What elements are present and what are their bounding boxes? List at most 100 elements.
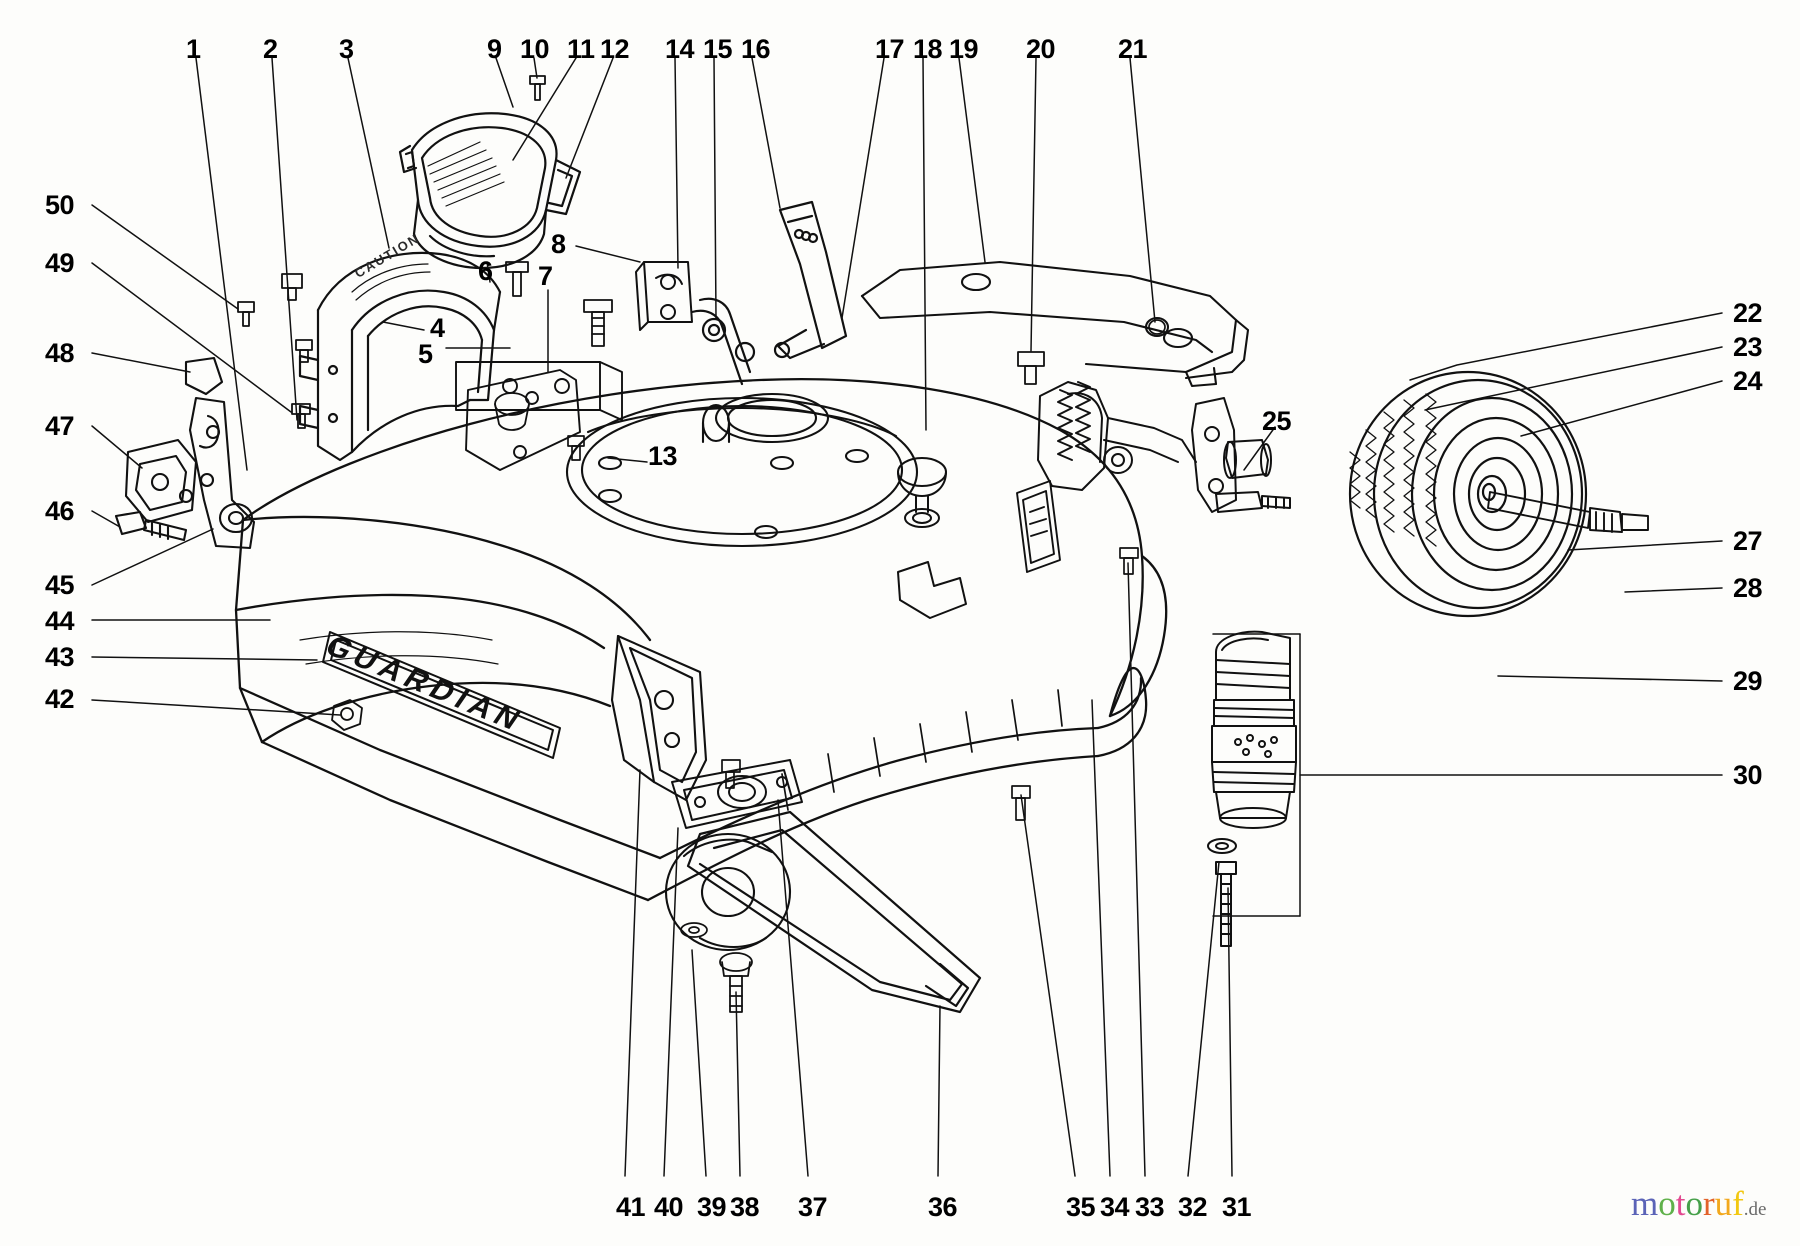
wheel-tread <box>1349 393 1437 547</box>
caution-emboss <box>351 263 431 301</box>
callout-48[interactable]: 48 <box>45 338 75 368</box>
deck-rear-ribs <box>781 689 1063 811</box>
callout-45[interactable]: 45 <box>45 570 75 600</box>
callout-1[interactable]: 1 <box>186 34 201 64</box>
rear-axle-arm <box>860 260 1250 388</box>
watermark-letter-t: t <box>1675 1184 1686 1223</box>
watermark-letter-u: u <box>1714 1184 1733 1223</box>
callout-29[interactable]: 29 <box>1733 666 1763 696</box>
blade-assembly <box>686 810 982 1014</box>
callout-34[interactable]: 34 <box>1100 1192 1130 1222</box>
bolt-8 <box>583 299 613 347</box>
callout-38[interactable]: 38 <box>730 1192 760 1222</box>
fastener-group-left <box>237 273 313 429</box>
blade-washer-39 <box>680 922 708 938</box>
rear-deflector-shield <box>298 251 502 462</box>
callout-41[interactable]: 41 <box>616 1192 646 1222</box>
axle-bolt-28 <box>1487 491 1649 533</box>
deck-shading <box>299 631 499 665</box>
watermark-letter-m: m <box>1631 1184 1659 1223</box>
callout-7[interactable]: 7 <box>538 261 553 291</box>
callout-3[interactable]: 3 <box>339 34 354 64</box>
callout-25[interactable]: 25 <box>1262 406 1292 436</box>
watermark-letter-o1: o <box>1658 1184 1676 1223</box>
height-adjust-bracket <box>114 356 256 550</box>
callout-12[interactable]: 12 <box>600 34 630 64</box>
handle-arm-left <box>690 297 756 386</box>
callout-14[interactable]: 14 <box>665 34 695 64</box>
callout-2[interactable]: 2 <box>263 34 278 64</box>
right-wheel <box>1348 370 1588 618</box>
cover-warning-text <box>427 141 505 207</box>
watermark-tld: .de <box>1743 1199 1767 1220</box>
callout-46[interactable]: 46 <box>45 496 75 526</box>
blade-bolt-38 <box>719 952 753 1013</box>
callout-18[interactable]: 18 <box>913 34 943 64</box>
watermark-letter-f: f <box>1732 1184 1744 1223</box>
right-link-assembly <box>1037 381 1291 513</box>
callout-33[interactable]: 33 <box>1135 1192 1165 1222</box>
motoruf-watermark: motoruf.de <box>1631 1186 1766 1221</box>
bolt-20 <box>1017 351 1045 385</box>
callout-5[interactable]: 5 <box>418 339 433 369</box>
callout-6[interactable]: 6 <box>478 256 493 286</box>
guardian-emblem-plate <box>322 631 561 759</box>
deck-discharge-notch <box>897 561 967 619</box>
leader-lines-right <box>1212 312 1723 917</box>
callout-10[interactable]: 10 <box>520 34 550 64</box>
blade-hub-disc <box>664 832 792 952</box>
deck-bolt-33 <box>1119 547 1139 575</box>
callout-40[interactable]: 40 <box>654 1192 684 1222</box>
callout-27[interactable]: 27 <box>1733 526 1763 556</box>
deck-support-rail <box>610 634 708 802</box>
callout-42[interactable]: 42 <box>45 684 75 714</box>
callout-30[interactable]: 30 <box>1733 760 1763 790</box>
callout-31[interactable]: 31 <box>1222 1192 1252 1222</box>
mount-plate-4 <box>465 369 581 471</box>
callout-16[interactable]: 16 <box>741 34 771 64</box>
callout-47[interactable]: 47 <box>45 411 75 441</box>
callout-36[interactable]: 36 <box>928 1192 958 1222</box>
watermark-letter-o2: o <box>1685 1184 1703 1223</box>
deck-rail-fastener-36 <box>721 759 741 789</box>
callout-49[interactable]: 49 <box>45 248 75 278</box>
cover-bolt-10 <box>529 75 546 101</box>
nut-42 <box>331 699 363 731</box>
knob-5 <box>494 392 530 431</box>
callout-39[interactable]: 39 <box>697 1192 727 1222</box>
callout-43[interactable]: 43 <box>45 642 75 672</box>
callout-15[interactable]: 15 <box>703 34 733 64</box>
callout-13[interactable]: 13 <box>648 441 678 471</box>
callout-37[interactable]: 37 <box>798 1192 828 1222</box>
callout-19[interactable]: 19 <box>949 34 979 64</box>
clutch-stack-30 <box>1207 630 1297 947</box>
callout-17[interactable]: 17 <box>875 34 905 64</box>
upper-hinged-cover <box>398 112 582 270</box>
screw-13 <box>567 435 585 461</box>
callout-35[interactable]: 35 <box>1066 1192 1096 1222</box>
callout-8[interactable]: 8 <box>551 229 566 259</box>
callout-32[interactable]: 32 <box>1178 1192 1208 1222</box>
callout-44[interactable]: 44 <box>45 606 75 636</box>
watermark-letter-r: r <box>1702 1184 1715 1223</box>
callout-22[interactable]: 22 <box>1733 298 1763 328</box>
blade-adapter-bracket <box>671 759 803 829</box>
deck-filler-cap <box>897 457 947 528</box>
callout-50[interactable]: 50 <box>45 190 75 220</box>
callout-24[interactable]: 24 <box>1733 366 1763 396</box>
bracket-7 <box>455 361 623 421</box>
callout-23[interactable]: 23 <box>1733 332 1763 362</box>
callout-9[interactable]: 9 <box>487 34 502 64</box>
callout-28[interactable]: 28 <box>1733 573 1763 603</box>
callout-4[interactable]: 4 <box>430 313 445 343</box>
callout-11[interactable]: 11 <box>567 34 595 64</box>
mower-deck-housing <box>234 377 1168 902</box>
leader-lines-interior <box>382 245 1276 471</box>
deck-blade-dome <box>565 392 919 548</box>
callout-20[interactable]: 20 <box>1026 34 1056 64</box>
misc-fastener-21 <box>1148 319 1166 335</box>
callout-21[interactable]: 21 <box>1118 34 1148 64</box>
cover-bolt-12 <box>505 261 529 297</box>
